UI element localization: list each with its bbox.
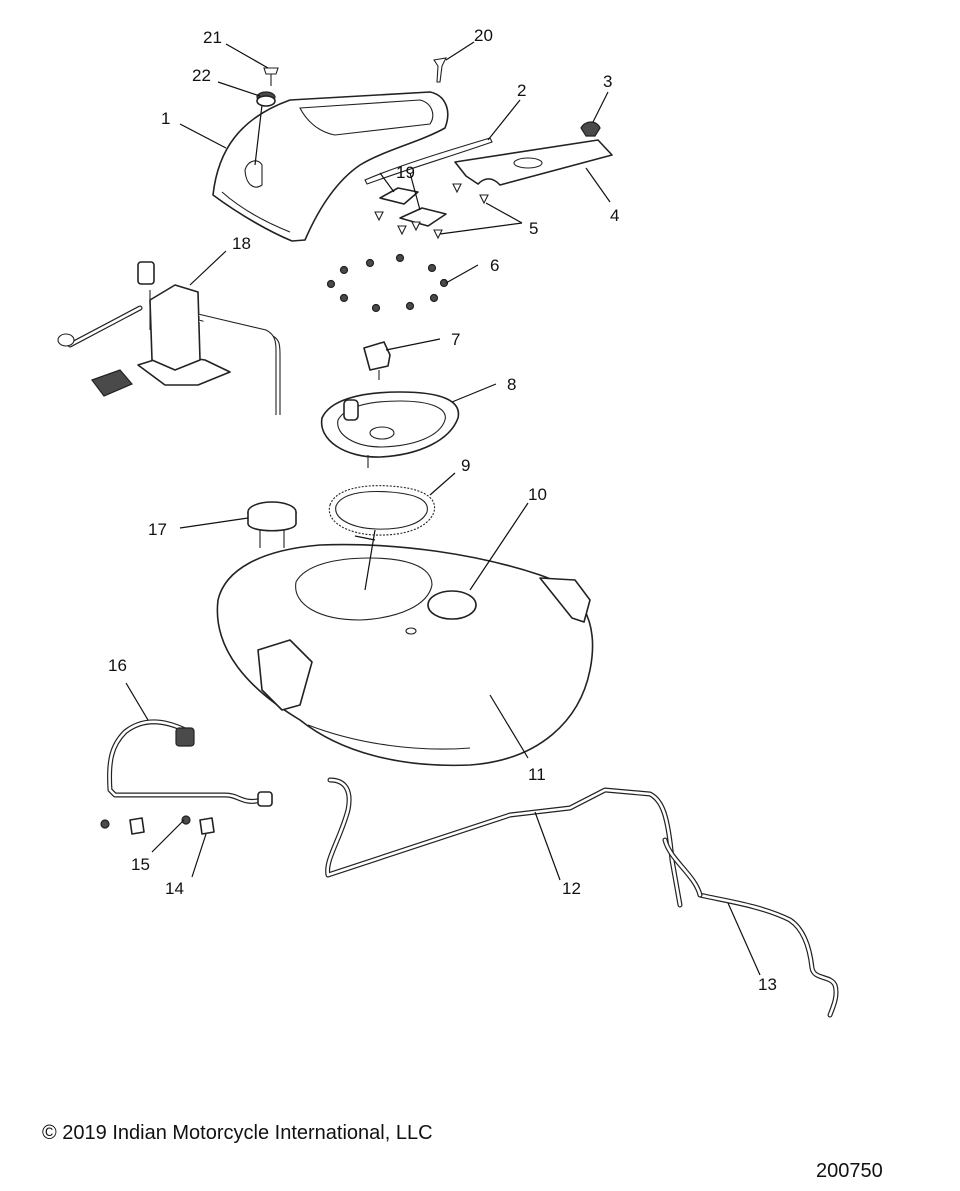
part-21-screw: [263, 67, 279, 86]
copyright-notice: © 2019 Indian Motorcycle International, …: [42, 1122, 433, 1144]
callout-16: 16: [108, 656, 127, 675]
callout-5: 5: [529, 219, 538, 238]
callout-17: 17: [148, 520, 167, 539]
callout-13: 13: [758, 975, 777, 994]
part-12-vent-hose: [325, 777, 683, 908]
callout-18: 18: [232, 234, 251, 253]
callout-4: 4: [610, 206, 619, 225]
part-11-fuel-tank: [216, 543, 594, 767]
part-2-trim-strip: [364, 137, 493, 185]
part-5-screws: [433, 183, 489, 240]
part-8-mounting-plate: [320, 391, 460, 468]
callout-21: 21: [203, 28, 222, 47]
callout-7: 7: [451, 330, 460, 349]
part-14-clip: [181, 815, 215, 835]
part-16-fuel-line: [107, 719, 273, 807]
part-20-screw: [433, 57, 447, 83]
part-19-retainer-clips: [374, 187, 447, 236]
callout-15: 15: [131, 855, 150, 874]
part-1-console-cover: [212, 91, 449, 242]
part-6-nuts: [326, 253, 449, 313]
leader-lines: [125, 41, 761, 976]
callout-22: 22: [192, 66, 211, 85]
drawing-number: 200750: [816, 1160, 883, 1182]
callout-9: 9: [461, 456, 470, 475]
callout-11: 11: [528, 765, 546, 784]
part-22-grommet: [256, 91, 276, 107]
part-18-fuel-pump: [57, 261, 281, 415]
part-9-gasket: [328, 485, 436, 536]
callout-10: 10: [528, 485, 547, 504]
callout-19: 19: [396, 163, 415, 182]
callout-12: 12: [562, 879, 581, 898]
callout-8: 8: [507, 375, 516, 394]
part-7-sender: [363, 341, 391, 380]
callout-3: 3: [603, 72, 612, 91]
part-15-clip: [100, 817, 145, 835]
callout-20: 20: [474, 26, 493, 45]
callout-1: 1: [161, 109, 170, 128]
part-3-push-rivet: [580, 121, 601, 137]
part-13-vent-hose: [662, 837, 839, 1018]
part-4-bracket: [454, 139, 613, 186]
callout-6: 6: [490, 256, 499, 275]
callout-14: 14: [165, 879, 184, 898]
callout-2: 2: [517, 81, 526, 100]
callout-labels: 1 2 3 4 5 6 7 8 9 10 11 12 13 14 15 16 1…: [108, 26, 777, 994]
